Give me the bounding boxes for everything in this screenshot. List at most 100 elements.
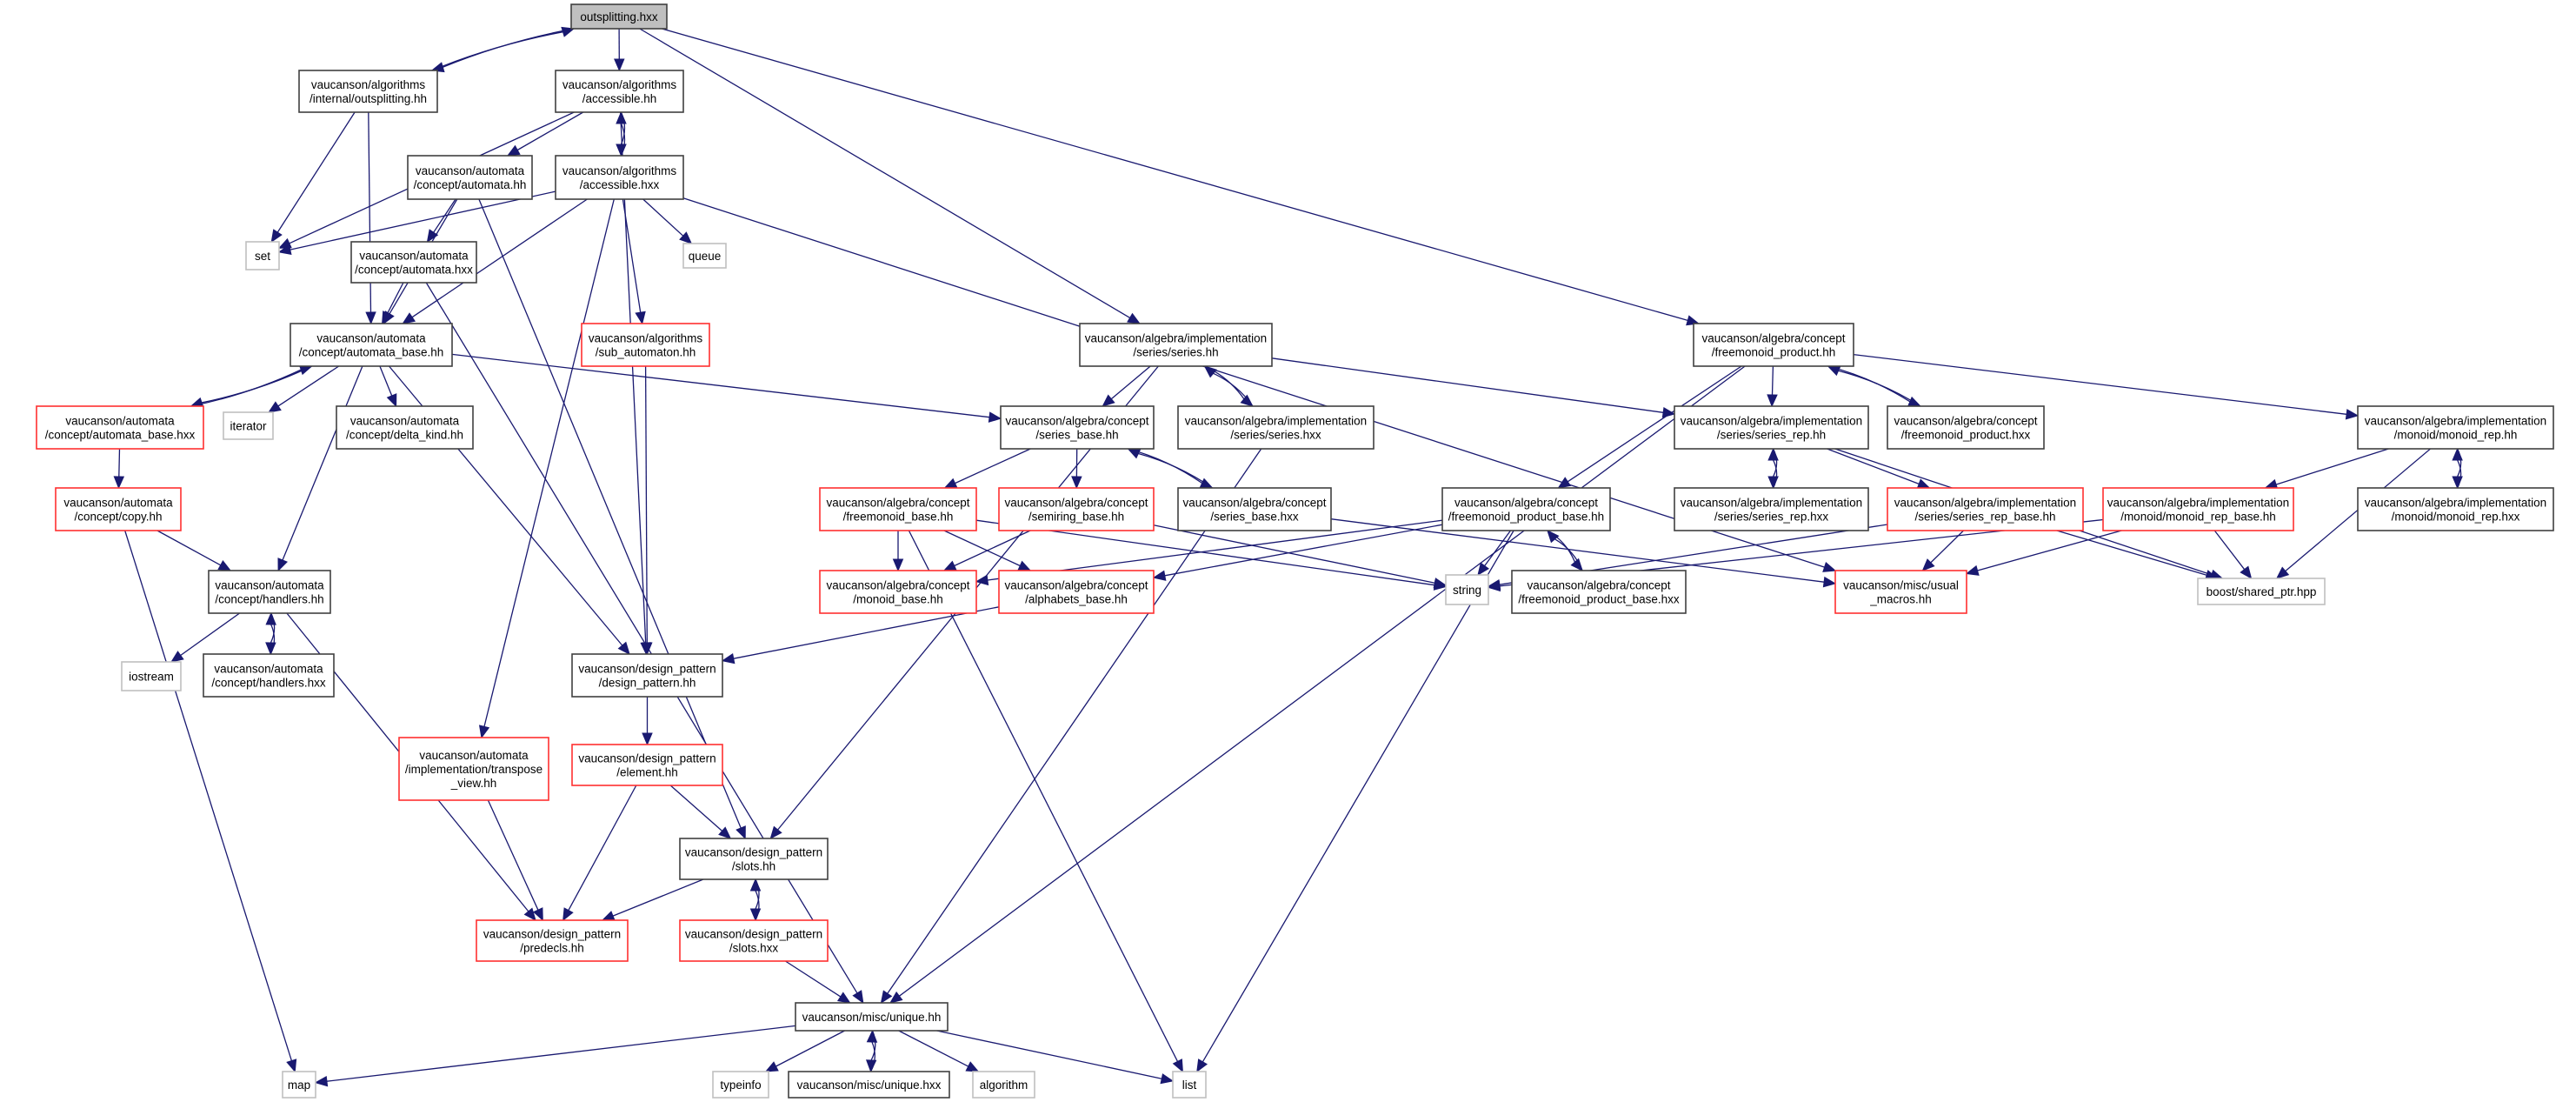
node-box	[121, 661, 182, 691]
node-label: /freemonoid_base.hh	[843, 511, 954, 524]
graph-node-queue: queue	[682, 243, 727, 269]
edge-accessible_hxx-to-set	[290, 190, 556, 250]
graph-node-alphabets-base-hh[interactable]: vaucanson/algebra/concept/alphabets_base…	[998, 570, 1155, 614]
graph-node-freemonoid-product-hh[interactable]: vaucanson/algebra/concept/freemonoid_pro…	[1693, 323, 1854, 367]
edge-accessible_hxx-to-automata_base_hh	[411, 198, 588, 318]
node-label: vaucanson/automata	[350, 415, 460, 428]
edge-automata_base_hh-to-automata_base_hxx	[201, 365, 312, 404]
edge-automata_base_hh-to-delta_kind_hh	[379, 365, 393, 397]
graph-node-handlers-hh[interactable]: vaucanson/automata/concept/handlers.hh	[208, 570, 331, 614]
arrowhead-icon	[1172, 1059, 1183, 1073]
graph-node-series-rep-base-hh[interactable]: vaucanson/algebra/implementation/series/…	[1887, 487, 2084, 531]
graph-node-accessible-hxx[interactable]: vaucanson/algorithms/accessible.hxx	[555, 155, 684, 200]
node-label: vaucanson/algebra/implementation	[1681, 415, 1862, 428]
graph-node-freemonoid-product-hxx[interactable]: vaucanson/algebra/concept/freemonoid_pro…	[1887, 405, 2045, 450]
arrowhead-icon	[764, 1061, 779, 1072]
graph-node-set: set	[245, 241, 280, 270]
arrowhead-icon	[965, 1061, 980, 1072]
graph-node-monoid-rep-hh[interactable]: vaucanson/algebra/implementation/monoid/…	[2357, 405, 2554, 450]
node-label: /series/series.hxx	[1230, 429, 1321, 442]
arrowhead-icon	[1487, 580, 1501, 592]
node-label: vaucanson/algebra/implementation	[2107, 497, 2289, 510]
node-label: /sub_automaton.hh	[596, 346, 696, 359]
graph-node-root[interactable]: outsplitting.hxx	[570, 3, 668, 30]
graph-node-unique-hh[interactable]: vaucanson/misc/unique.hh	[795, 1002, 949, 1032]
graph-node-series-rep-hxx[interactable]: vaucanson/algebra/implementation/series/…	[1674, 487, 1869, 531]
graph-node-monoid-rep-hxx[interactable]: vaucanson/algebra/implementation/monoid/…	[2357, 487, 2554, 531]
edge-automata_base_hh-to-design_pattern_hh	[389, 365, 623, 646]
arrowhead-icon	[642, 732, 653, 746]
node-box	[1000, 405, 1155, 450]
edge-automata_base_hxx-to-copy_hh	[118, 448, 121, 478]
node-label: /freemonoid_product.hh	[1712, 346, 1836, 359]
graph-node-semiring-base-hh[interactable]: vaucanson/algebra/concept/semiring_base.…	[998, 487, 1155, 531]
edge-alphabets_base_hh-to-design_pattern_hh	[733, 606, 1000, 659]
graph-node-automata-hh[interactable]: vaucanson/automata/concept/automata.hh	[407, 155, 533, 200]
node-box	[682, 243, 727, 269]
arrowhead-icon	[942, 560, 957, 571]
graph-node-slots-hh[interactable]: vaucanson/design_pattern/slots.hh	[679, 838, 829, 880]
graph-node-iostream: iostream	[121, 661, 182, 691]
arrowhead-icon	[1767, 447, 1779, 461]
graph-node-transpose-view-hh[interactable]: vaucanson/automata/implementation/transp…	[398, 737, 549, 801]
node-box	[1177, 487, 1332, 531]
graph-node-int-outsplitting-hh[interactable]: vaucanson/algorithms/internal/outsplitti…	[298, 70, 438, 113]
node-label: vaucanson/algorithms	[562, 164, 677, 177]
node-box	[55, 487, 182, 531]
graph-node-series-base-hxx[interactable]: vaucanson/algebra/concept/series_base.hx…	[1177, 487, 1332, 531]
graph-node-automata-hxx[interactable]: vaucanson/automata/concept/automata.hxx	[350, 241, 477, 284]
arrowhead-icon	[892, 558, 904, 572]
node-label: vaucanson/misc/unique.hxx	[797, 1079, 942, 1092]
graph-node-monoid-base-hh[interactable]: vaucanson/algebra/concept/monoid_base.hh	[819, 570, 977, 614]
node-label: /concept/copy.hh	[74, 511, 162, 524]
graph-node-copy-hh[interactable]: vaucanson/automata/concept/copy.hh	[55, 487, 182, 531]
graph-node-series-hh[interactable]: vaucanson/algebra/implementation/series/…	[1079, 323, 1273, 367]
node-box	[350, 241, 477, 284]
arrowhead-icon	[988, 411, 1002, 423]
arrowhead-icon	[1017, 560, 1032, 571]
node-label: vaucanson/algebra/implementation	[1085, 332, 1267, 345]
node-label: string	[1453, 584, 1481, 597]
graph-node-series-hxx[interactable]: vaucanson/algebra/implementation/series/…	[1177, 405, 1375, 450]
graph-node-design-pattern-hh[interactable]: vaucanson/design_pattern/design_pattern.…	[571, 653, 723, 698]
graph-node-freemonoid-product-base-hxx[interactable]: vaucanson/algebra/concept/freemonoid_pro…	[1511, 570, 1687, 614]
graph-node-monoid-rep-base-hh[interactable]: vaucanson/algebra/implementation/monoid/…	[2102, 487, 2294, 531]
edge-accessible_hxx-to-transpose_view_hh	[483, 198, 615, 727]
nodes-layer: outsplitting.hxx vaucanson/algorithms/int…	[36, 3, 2554, 1099]
edges-layer	[113, 26, 2463, 1087]
arrowhead-icon	[1822, 576, 1837, 588]
node-label: vaucanson/automata	[63, 497, 173, 510]
graph-node-series-base-hh[interactable]: vaucanson/algebra/concept/series_base.hh	[1000, 405, 1155, 450]
graph-node-sub-automaton-hh[interactable]: vaucanson/algorithms/sub_automaton.hh	[581, 323, 710, 367]
node-box	[407, 155, 533, 200]
graph-node-freemonoid-product-base-hh[interactable]: vaucanson/algebra/concept/freemonoid_pro…	[1441, 487, 1611, 531]
node-box	[336, 405, 474, 450]
node-label: /series_base.hxx	[1210, 511, 1299, 524]
arrowhead-icon	[880, 990, 893, 1005]
graph-node-series-rep-hh[interactable]: vaucanson/algebra/implementation/series/…	[1674, 405, 1869, 450]
arrowhead-icon	[217, 559, 232, 571]
graph-node-freemonoid-base-hh[interactable]: vaucanson/algebra/concept/freemonoid_bas…	[819, 487, 977, 531]
graph-node-typeinfo: typeinfo	[712, 1071, 769, 1099]
graph-node-handlers-hxx[interactable]: vaucanson/automata/concept/handlers.hxx	[203, 653, 335, 698]
node-label: /concept/handlers.hh	[215, 593, 323, 606]
graph-node-delta-kind-hh[interactable]: vaucanson/automata/concept/delta_kind.hh	[336, 405, 474, 450]
edge-automata_base_hxx-to-automata_base_hh	[190, 369, 302, 407]
graph-node-accessible-hh[interactable]: vaucanson/algorithms/accessible.hh	[555, 70, 684, 113]
node-label: /internal/outsplitting.hh	[310, 92, 427, 105]
node-label: /series/series_rep.hh	[1717, 429, 1826, 442]
graph-node-element-hh[interactable]: vaucanson/design_pattern/element.hh	[571, 744, 723, 786]
graph-node-automata-base-hh[interactable]: vaucanson/automata/concept/automata_base…	[290, 323, 453, 367]
graph-node-slots-hxx[interactable]: vaucanson/design_pattern/slots.hxx	[679, 919, 829, 962]
node-box	[476, 919, 629, 962]
graph-node-usual-macros-hh[interactable]: vaucanson/misc/usual_macros.hh	[1834, 570, 1967, 614]
node-label: vaucanson/algebra/concept	[1005, 415, 1148, 428]
node-label: /freemonoid_product_base.hxx	[1518, 593, 1680, 606]
graph-node-unique-hxx[interactable]: vaucanson/misc/unique.hxx	[788, 1071, 950, 1099]
edge-unique_hh-to-typeinfo	[775, 1030, 845, 1067]
graph-node-automata-base-hxx[interactable]: vaucanson/automata/concept/automata_base…	[36, 405, 204, 450]
node-box	[1445, 574, 1489, 605]
graph-node-predecls-hh[interactable]: vaucanson/design_pattern/predecls.hh	[476, 919, 629, 962]
arrowhead-icon	[718, 826, 732, 839]
arrowhead-icon	[386, 393, 397, 408]
